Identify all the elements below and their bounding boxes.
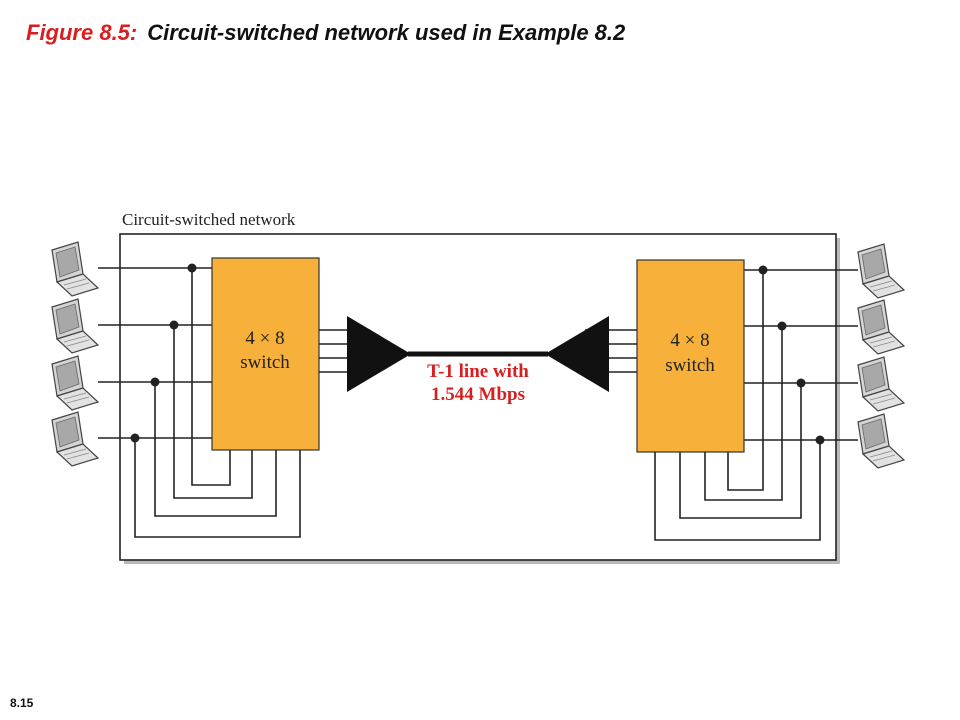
left-junctions — [130, 263, 197, 443]
laptop-icon — [857, 356, 905, 412]
left-switch-label: switch — [240, 352, 290, 373]
right-switch: 4 × 8 switch — [636, 259, 745, 453]
trunk-label-line1: T-1 line with — [427, 361, 529, 382]
laptop-icon — [51, 298, 99, 354]
laptop-icon — [51, 355, 99, 411]
demultiplexer-icon — [545, 316, 609, 392]
left-switch-size: 4 × 8 — [245, 328, 284, 349]
page-number: 8.15 — [10, 696, 34, 710]
right-switch-size: 4 × 8 — [670, 330, 709, 351]
figure-caption: Circuit-switched network used in Example… — [147, 20, 626, 45]
network-label: Circuit-switched network — [122, 210, 296, 229]
left-wiring — [98, 267, 301, 538]
left-switch: 4 × 8 switch — [211, 257, 320, 451]
multiplexer-icon — [347, 316, 411, 392]
laptop-icon — [857, 243, 905, 299]
laptop-icon — [857, 299, 905, 355]
figure-title: Figure 8.5: Circuit-switched network used… — [26, 18, 625, 48]
laptop-icon — [51, 241, 99, 297]
right-junctions — [758, 265, 825, 445]
figure-label: Figure 8.5: — [26, 20, 138, 45]
laptop-icon — [857, 413, 905, 469]
right-switch-label: switch — [665, 355, 715, 376]
trunk-label-line2: 1.544 Mbps — [431, 384, 525, 405]
laptop-icon — [51, 411, 99, 467]
